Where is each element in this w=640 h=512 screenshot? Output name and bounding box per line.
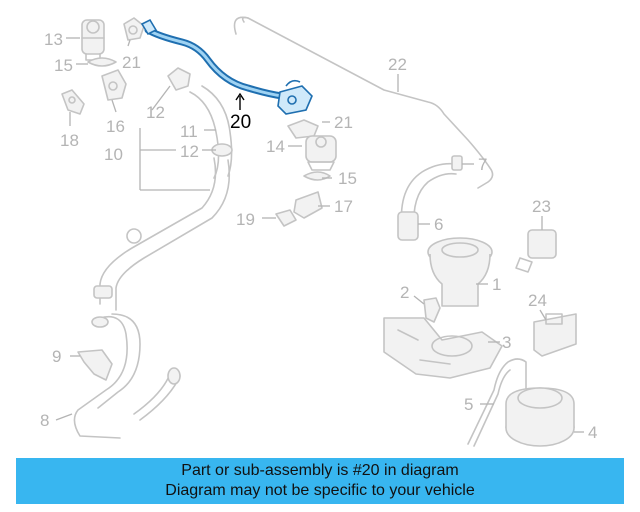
banner-line-disclaimer: Diagram may not be specific to your vehi… (165, 482, 475, 499)
callout-9[interactable]: 9 (52, 347, 61, 366)
part-9-clip (77, 349, 113, 381)
callout-6[interactable]: 6 (434, 215, 443, 234)
callout-15-center[interactable]: 15 (338, 169, 357, 188)
callout-12-upper[interactable]: 12 (146, 103, 165, 122)
callout-5[interactable]: 5 (464, 395, 473, 414)
part-21-gasket-center (287, 119, 319, 139)
callout-24[interactable]: 24 (528, 291, 547, 310)
part-1-air-pump (427, 237, 493, 307)
callout-19[interactable]: 19 (236, 210, 255, 229)
callout-20-highlighted[interactable]: 20 (230, 112, 251, 133)
callout-leader-lines (55, 37, 584, 433)
callout-23[interactable]: 23 (532, 197, 551, 216)
part-17-bracket (293, 191, 323, 219)
callout-14[interactable]: 14 (266, 137, 285, 156)
part-23-solenoid (515, 229, 557, 273)
callout-13[interactable]: 13 (44, 30, 63, 49)
part-14-valve (305, 135, 337, 171)
callout-10[interactable]: 10 (104, 145, 123, 164)
callout-22[interactable]: 22 (388, 55, 407, 74)
part-2-sensor (423, 297, 441, 323)
callout-21-center[interactable]: 21 (334, 113, 353, 132)
part-15-gasket (87, 57, 117, 67)
callout-7[interactable]: 7 (478, 155, 487, 174)
callout-16[interactable]: 16 (106, 117, 125, 136)
part-16-bracket (101, 69, 127, 101)
callout-1[interactable]: 1 (492, 275, 501, 294)
callout-2[interactable]: 2 (400, 283, 409, 302)
callout-3[interactable]: 3 (502, 333, 511, 352)
part-8-hose (73, 313, 181, 439)
callout-15[interactable]: 15 (54, 56, 73, 75)
callout-8[interactable]: 8 (40, 411, 49, 430)
part-15-gasket-center (303, 171, 331, 181)
part-21-gasket (123, 17, 145, 41)
callout-21[interactable]: 21 (122, 53, 141, 72)
part-4-filter (505, 387, 575, 447)
exploded-parts-diagram: 13 21 15 16 18 12 11 10 12 20 21 14 15 1… (40, 16, 597, 447)
part-24-bracket (533, 313, 577, 357)
callout-18[interactable]: 18 (60, 131, 79, 150)
info-banner: Part or sub-assembly is #20 in diagram D… (16, 458, 624, 504)
part-5-pipe (467, 358, 527, 447)
callout-4[interactable]: 4 (588, 423, 597, 442)
part-20-pipe-highlighted (140, 18, 313, 115)
part-10-hose-assembly (93, 157, 231, 311)
part-13-valve (81, 19, 105, 61)
callout-12-lower[interactable]: 12 (180, 142, 199, 161)
part-11-hose (189, 85, 233, 179)
part-7-hose (400, 155, 463, 229)
part-19-bracket (275, 209, 297, 227)
part-6-clamp (397, 211, 419, 241)
part-18-bracket (61, 89, 85, 115)
callout-11[interactable]: 11 (180, 122, 198, 141)
banner-line-part-number: Part or sub-assembly is #20 in diagram (181, 462, 459, 479)
part-22-vacuum-line (233, 16, 494, 189)
callout-17[interactable]: 17 (334, 197, 353, 216)
part-3-mounting-bracket (383, 317, 503, 379)
part-12-cap (167, 67, 191, 91)
